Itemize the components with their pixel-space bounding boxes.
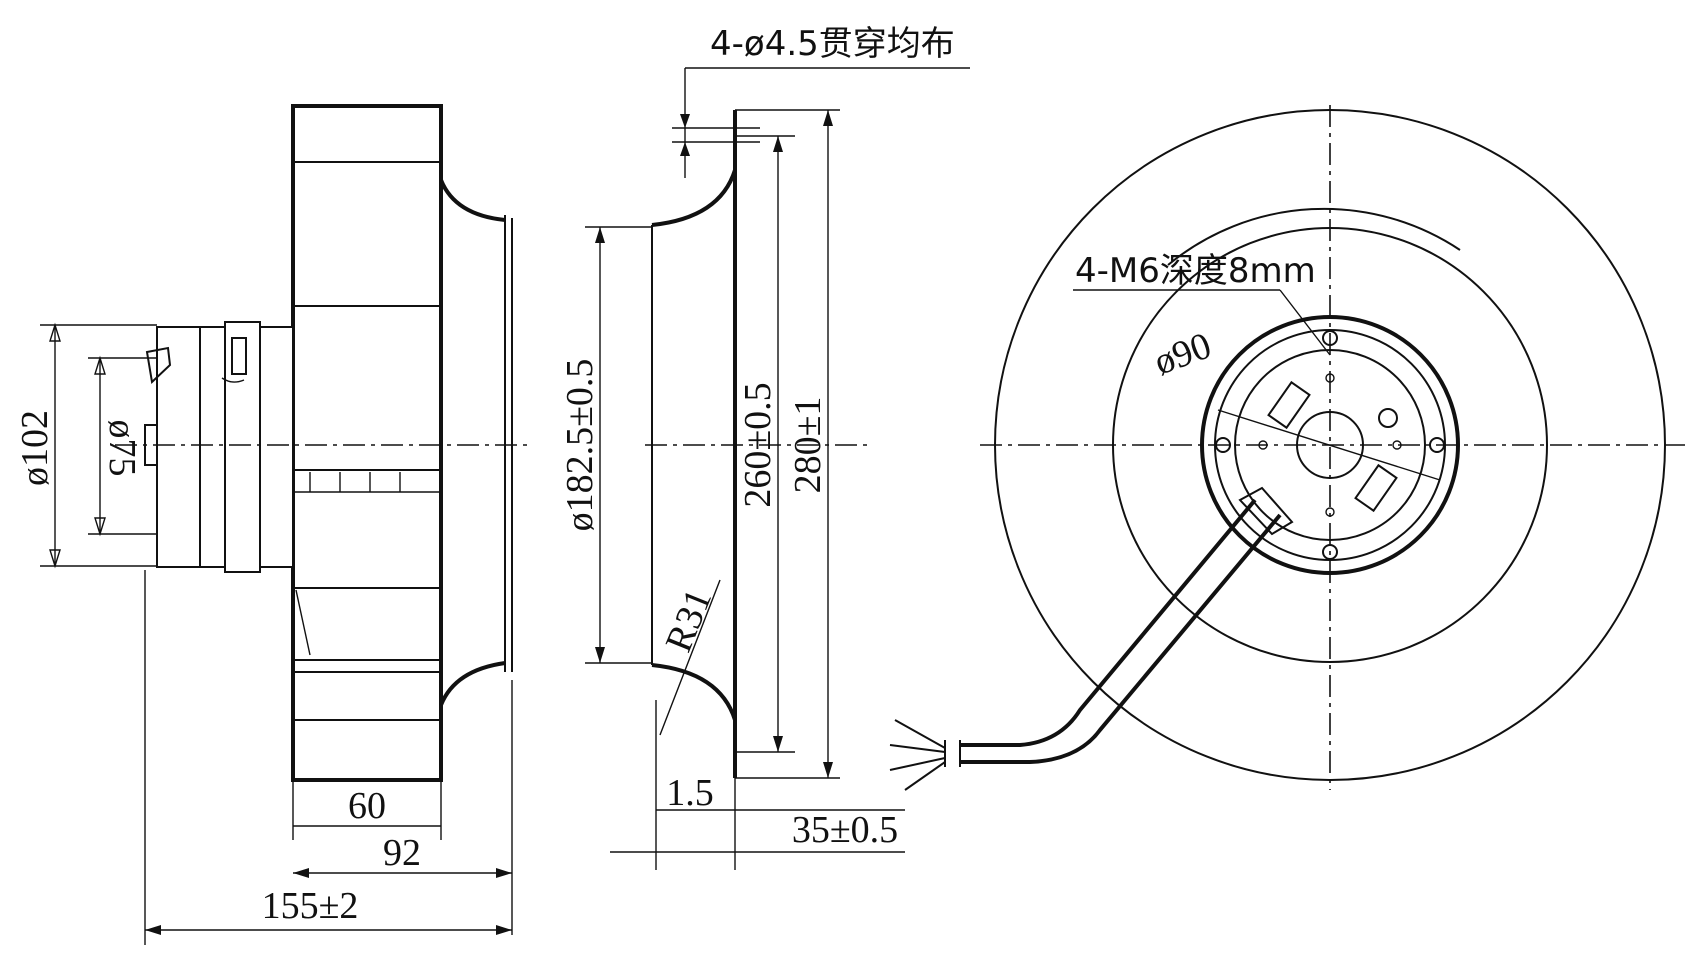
shroud-profile-bottom <box>651 663 737 721</box>
front-view: ø90 4-M6深度8mm <box>889 105 1685 791</box>
dim-hub-inner-dia: ø75 <box>88 355 157 537</box>
thread-label: 4-M6深度8mm <box>1075 251 1316 291</box>
dim-hub-dia: ø102 <box>14 322 157 569</box>
radius-label: R31 <box>658 583 721 657</box>
depth-35-label: 35±0.5 <box>792 809 898 851</box>
dim-35: 35±0.5 <box>610 809 905 853</box>
cable <box>889 486 1294 791</box>
dim-radius: R31 <box>658 579 721 736</box>
dim-bolt-circle: ø90 <box>1149 324 1441 481</box>
dim-1-5: 1.5 <box>655 700 736 870</box>
note-through-holes: 4-ø4.5贯穿均布 <box>672 24 970 178</box>
blade-slats <box>295 469 439 656</box>
impeller-body <box>291 104 443 782</box>
dim-92: 92 <box>293 680 513 935</box>
dim-155: 155±2 <box>144 570 512 945</box>
dim-60: 60 <box>292 780 442 840</box>
thick-1-5-label: 1.5 <box>666 772 714 814</box>
length-total-label: 155±2 <box>262 885 359 927</box>
hub-inner-dia-label: ø75 <box>101 420 143 477</box>
bolt-circle-label: ø90 <box>1149 324 1217 383</box>
dia-260-label: 260±0.5 <box>737 382 779 507</box>
shroud-curve <box>439 179 506 222</box>
inlet-dia-label: ø182.5±0.5 <box>559 359 601 532</box>
side-view: ø102 ø75 60 92 <box>14 104 530 945</box>
dim-260: 260±0.5 <box>735 135 795 753</box>
dia-280-label: 280±1 <box>787 397 829 494</box>
section-view: ø182.5±0.5 R31 260±0.5 280±1 <box>559 24 970 870</box>
hub-dia-label: ø102 <box>14 410 56 486</box>
dim-inlet-dia: ø182.5±0.5 <box>559 226 652 664</box>
width-92-label: 92 <box>383 832 421 874</box>
note-thread: 4-M6深度8mm <box>1073 251 1331 356</box>
shroud-profile-top <box>651 169 737 227</box>
dim-280: 280±1 <box>735 109 840 779</box>
through-holes-label: 4-ø4.5贯穿均布 <box>710 24 955 64</box>
width-60-label: 60 <box>348 785 386 827</box>
